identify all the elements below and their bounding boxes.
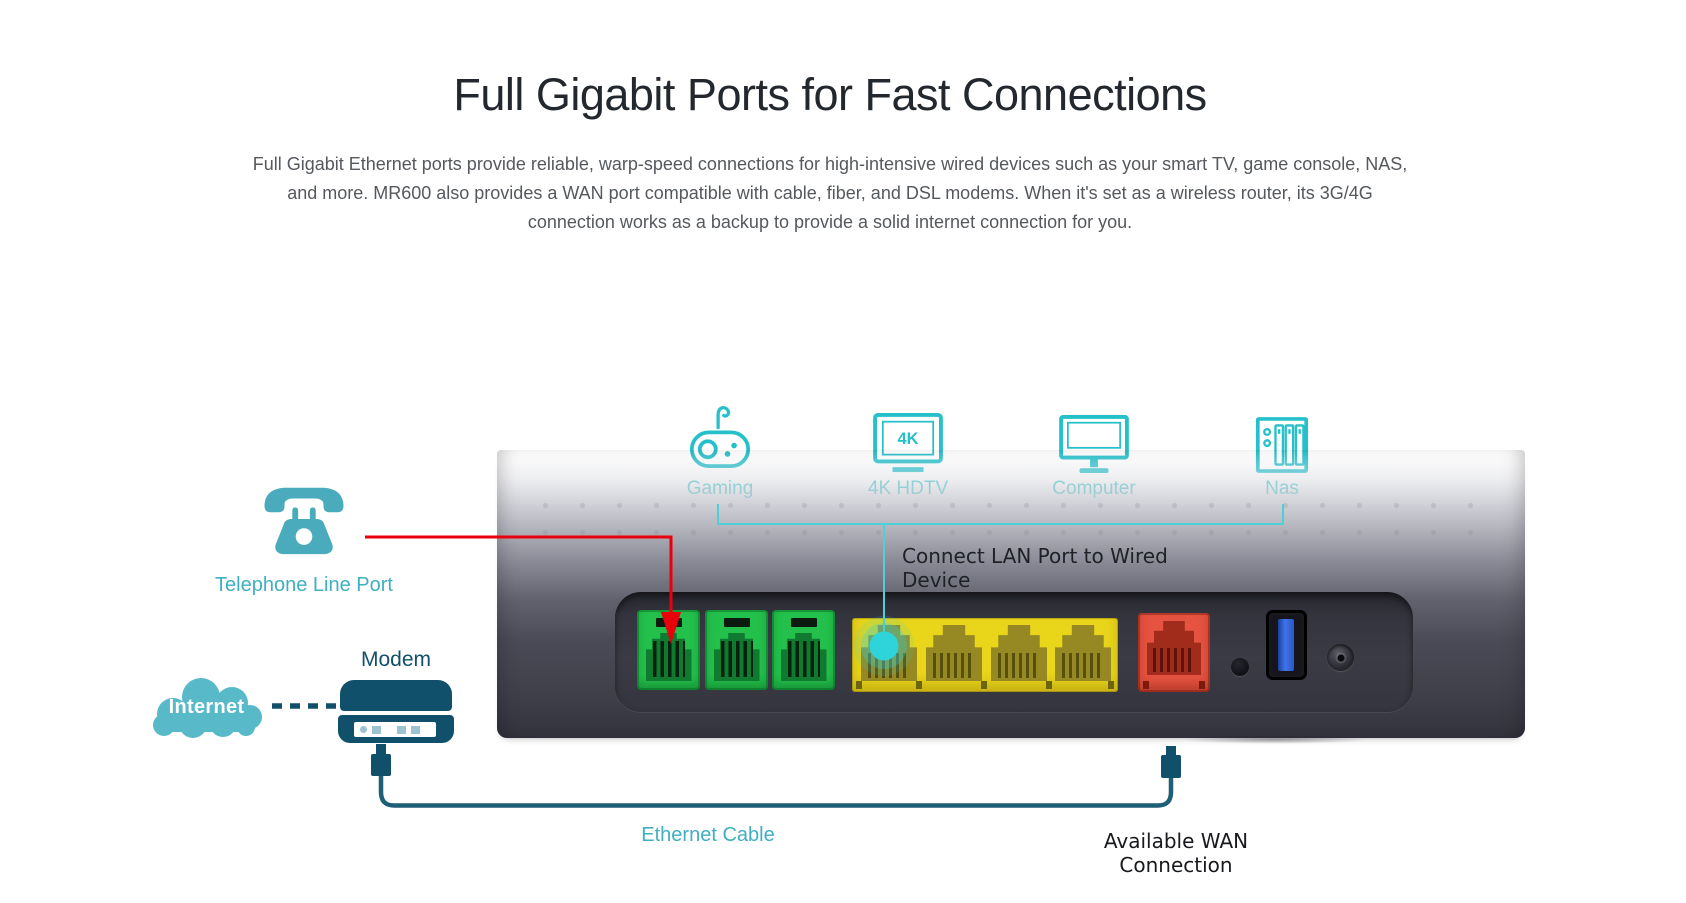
usb-connector — [1278, 619, 1294, 671]
lan-callout-label: Connect LAN Port to Wired Device — [902, 544, 1168, 592]
page-description: Full Gigabit Ethernet ports provide reli… — [252, 154, 1408, 232]
phone-port-2 — [705, 610, 768, 690]
lan-port-2 — [926, 625, 982, 681]
telephone-line-port-label: Telephone Line Port — [215, 574, 393, 596]
modem-led-strip — [354, 722, 436, 737]
telephone-icon — [262, 480, 346, 565]
modem-illustration-top — [340, 680, 452, 711]
lan-port-4 — [1055, 625, 1111, 681]
router-rear-panel-photo — [497, 450, 1525, 738]
available-wan-connection-label: Available WAN Connection — [1103, 829, 1249, 877]
lan-port-block — [852, 618, 1118, 692]
modem-illustration-base — [338, 715, 454, 743]
usb-port — [1266, 610, 1307, 680]
internet-label: Internet — [168, 696, 245, 718]
router-vent-dots — [527, 492, 1485, 552]
phone-port-1 — [637, 610, 700, 690]
power-jack — [1327, 644, 1354, 671]
wps-button — [1231, 658, 1249, 676]
ethernet-cable-line — [371, 744, 1181, 808]
tv-4k-text: 4K — [897, 430, 918, 448]
router-shadow — [1180, 735, 1370, 744]
phone-port-3 — [772, 610, 835, 690]
modem-label: Modem — [360, 648, 432, 671]
lan-port-1 — [861, 625, 917, 681]
internet-cloud-icon — [143, 672, 270, 745]
lan-port-3 — [991, 625, 1047, 681]
header: Full Gigabit Ports for Fast Connections … — [0, 66, 1660, 237]
wan-port — [1138, 613, 1210, 692]
page-title: Full Gigabit Ports for Fast Connections — [453, 69, 1207, 120]
ethernet-cable-label: Ethernet Cable — [641, 824, 775, 846]
